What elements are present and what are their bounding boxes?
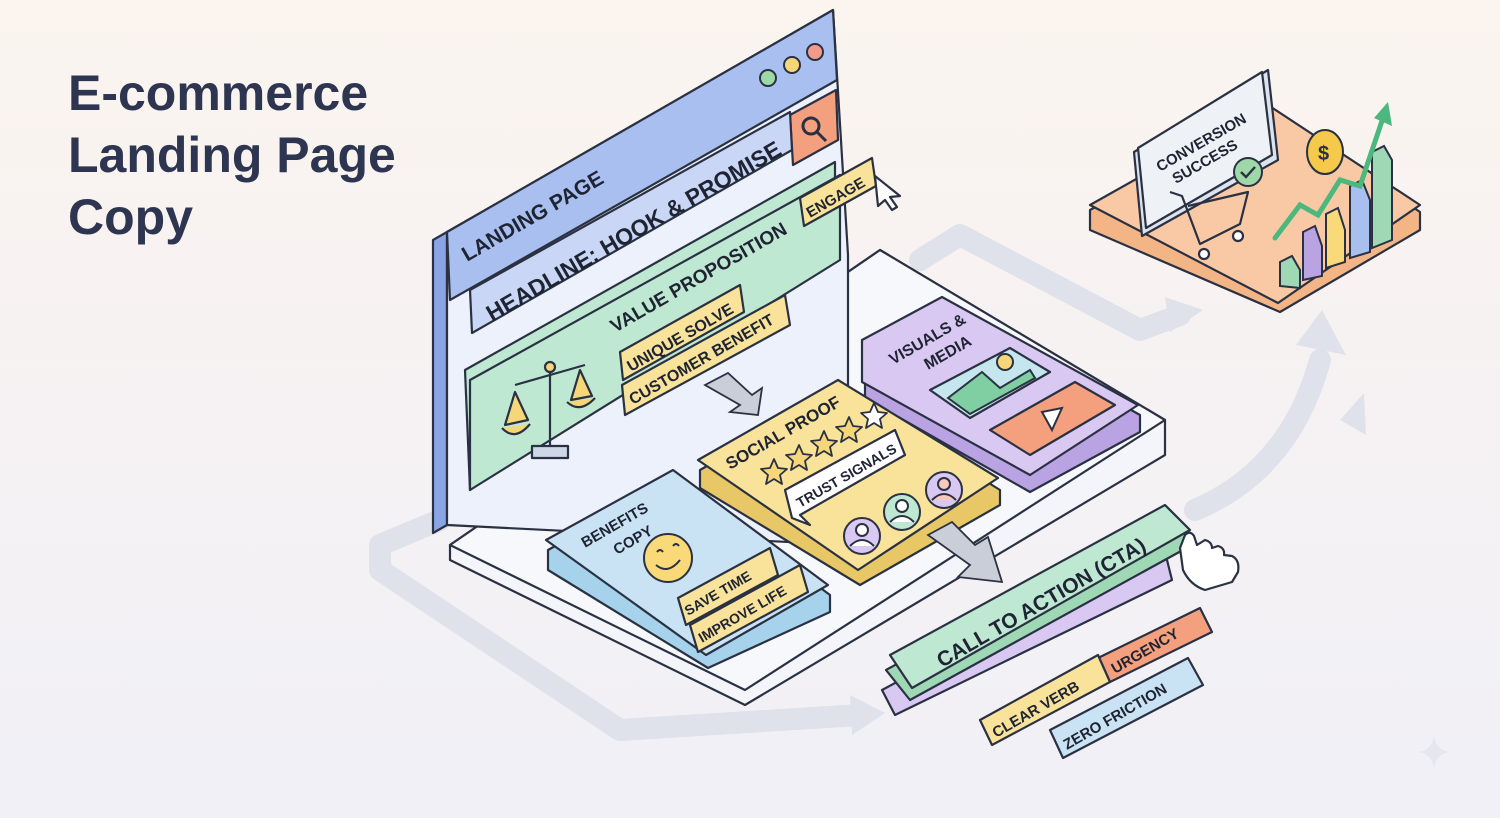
flow-arrow-value-to-social (703, 371, 764, 416)
arrowhead-bottom (850, 695, 885, 735)
flow-path-top (909, 224, 1191, 341)
window-dot-green (759, 69, 777, 87)
title-line-2: Landing Page (68, 127, 396, 183)
flow-paths (369, 224, 1331, 741)
avatar-icon (883, 493, 921, 531)
hand-pointer-icon (1178, 531, 1240, 592)
search-button[interactable] (788, 88, 840, 167)
star-icon (810, 430, 838, 457)
title-line-1: E-commerce (68, 65, 369, 121)
cursor-arrow-icon (873, 174, 902, 212)
browser-window: LANDING PAGE HEADLINE: HOOK & PROMISE VA… (431, 8, 902, 547)
growth-bar-chart-icon (1272, 102, 1393, 290)
browser-title-bar (445, 8, 839, 302)
star-icon (860, 402, 888, 429)
smiley-face-icon (643, 533, 693, 583)
user-avatars (843, 471, 963, 555)
arrowhead-cta-up (1296, 310, 1346, 355)
svg-text:$: $ (1318, 143, 1329, 165)
social-proof-card: SOCIAL PROOF TRUST SIGNALS (696, 378, 1002, 587)
browser-frame-side (431, 230, 449, 535)
conversion-success-platform: CONVERSION SUCCESS $ (1088, 68, 1422, 314)
shopping-cart-icon (1169, 190, 1250, 261)
visuals-media-card: VISUALS & MEDIA (860, 295, 1142, 494)
check-circle-icon (1233, 157, 1263, 187)
window-dot-red (806, 43, 824, 61)
play-icon (1040, 406, 1064, 433)
avatar-icon (925, 471, 963, 509)
flow-arrowheads (850, 297, 1366, 735)
star-icon (760, 458, 788, 485)
star-icon (785, 444, 813, 471)
value-proposition-panel: VALUE PROPOSITION UNIQUE SOLVE CUSTOMER … (463, 160, 842, 492)
flow-path-bottom (369, 509, 871, 741)
video-play-button[interactable] (988, 380, 1117, 457)
search-icon (801, 116, 828, 143)
benefits-copy-card: BENEFITS COPY SAVE TIME IMPROVE LIFE (544, 468, 832, 670)
arrowhead-top (1165, 297, 1203, 332)
arrowhead-right (1340, 393, 1366, 435)
avatar-icon (843, 517, 881, 555)
window-dot-yellow (783, 56, 801, 74)
image-icon (928, 346, 1052, 420)
flow-arrow-social-to-cta (926, 520, 1004, 584)
dollar-coin-icon: $ (1306, 129, 1344, 175)
rating-stars (760, 402, 888, 485)
page-title: E-commerce Landing Page Copy (68, 62, 396, 248)
star-icon (835, 416, 863, 443)
sparkle-icon (1418, 736, 1450, 768)
flow-path-cta-up (1184, 349, 1331, 521)
balance-scale-icon (501, 360, 596, 460)
title-line-3: Copy (68, 189, 193, 245)
